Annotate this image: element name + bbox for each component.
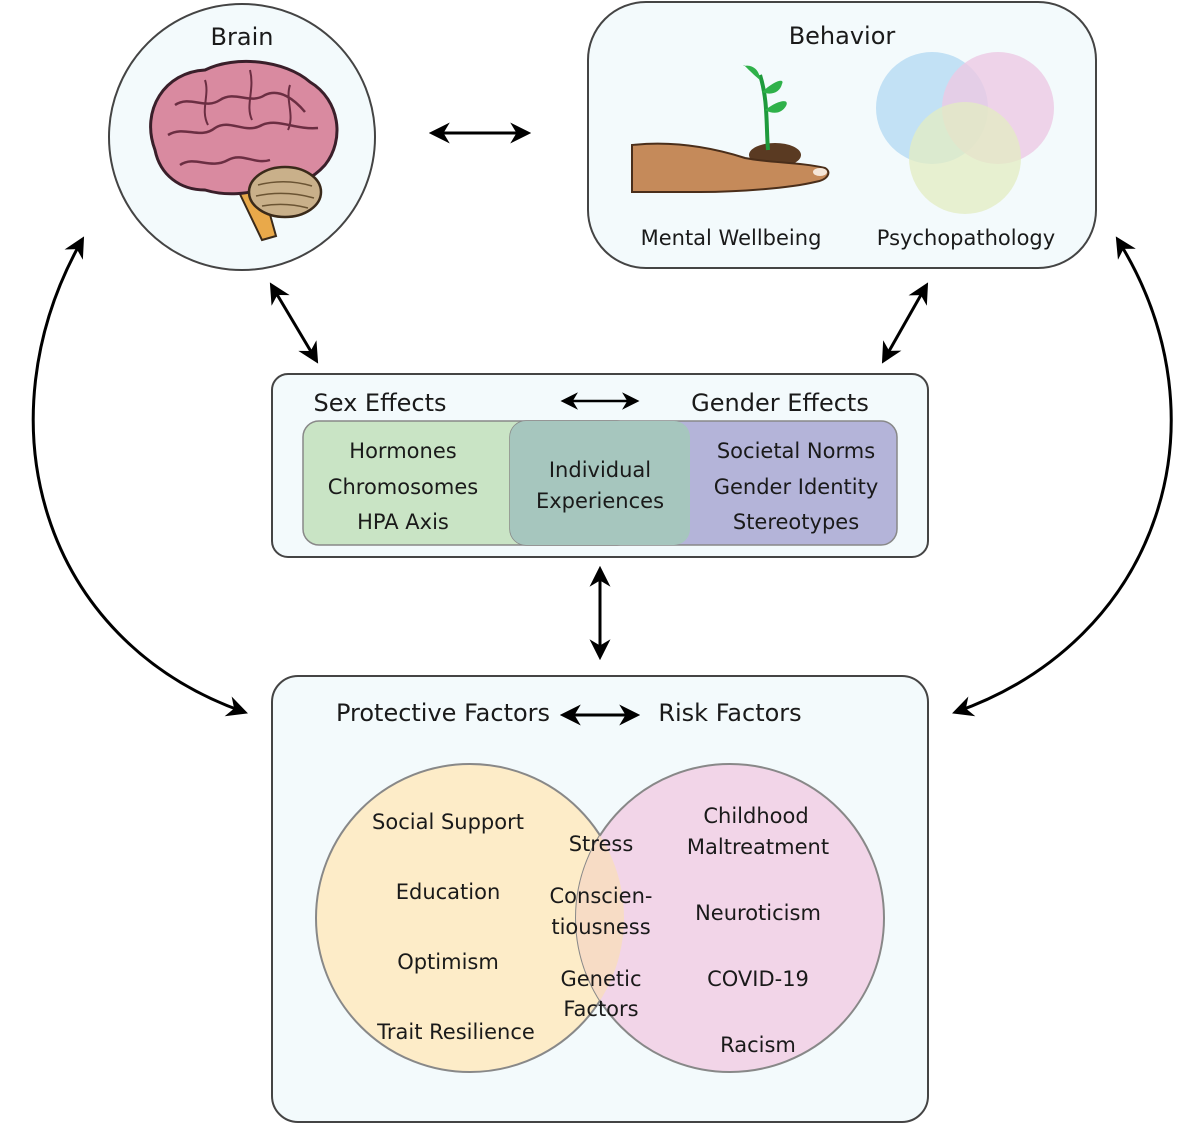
brain-title: Brain — [211, 23, 274, 51]
arrow-brain-factors — [31, 236, 248, 717]
sex-item: Chromosomes — [328, 475, 478, 499]
protective-item: Optimism — [397, 950, 499, 974]
shared-item: Stress — [569, 832, 634, 856]
connector-arrows — [31, 122, 1173, 726]
individual-experiences-overlap — [510, 421, 690, 545]
sex-item: Hormones — [349, 439, 456, 463]
gender-item: Societal Norms — [717, 439, 875, 463]
overlap-item: Individual — [549, 458, 651, 482]
risk-item: Neuroticism — [695, 901, 821, 925]
brain-node: Brain — [108, 3, 376, 271]
brain-icon — [149, 59, 339, 242]
arrow-brain-sexgender — [269, 282, 319, 364]
risk-item: COVID-19 — [707, 967, 809, 991]
venn-diagram-icon — [876, 52, 1054, 214]
gender-item: Gender Identity — [714, 475, 879, 499]
risk-item: Childhood — [703, 804, 808, 828]
factors-box: Protective Factors Risk Factors Social S… — [271, 675, 929, 1123]
protective-factors-title: Protective Factors — [336, 699, 550, 727]
risk-item: Maltreatment — [687, 835, 829, 859]
shared-item: Conscien- — [550, 884, 653, 908]
sex-item: HPA Axis — [357, 510, 449, 534]
shared-item: tiousness — [551, 915, 650, 939]
sex-effects-title: Sex Effects — [314, 389, 447, 417]
protective-item: Social Support — [372, 810, 524, 834]
risk-item: Racism — [720, 1033, 796, 1057]
shared-item: Genetic — [560, 967, 641, 991]
risk-factors-title: Risk Factors — [658, 699, 801, 727]
arrow-behavior-factors — [952, 236, 1173, 717]
shared-item: Factors — [563, 997, 638, 1021]
overlap-item: Experiences — [536, 489, 664, 513]
sex-gender-box: Sex Effects Gender Effects Hormones Chro… — [271, 373, 929, 558]
behavior-title: Behavior — [789, 22, 896, 50]
gender-item: Stereotypes — [733, 510, 859, 534]
gender-effects-title: Gender Effects — [691, 389, 869, 417]
behavior-node: Behavior Mental Wellbeing Psychopatholog… — [587, 1, 1097, 269]
mental-wellbeing-label: Mental Wellbeing — [641, 226, 822, 250]
protective-item: Trait Resilience — [376, 1020, 535, 1044]
hand-with-seedling-icon — [631, 64, 830, 193]
protective-item: Education — [396, 880, 501, 904]
arrow-behavior-sexgender — [881, 282, 929, 364]
psychopathology-label: Psychopathology — [877, 226, 1055, 250]
